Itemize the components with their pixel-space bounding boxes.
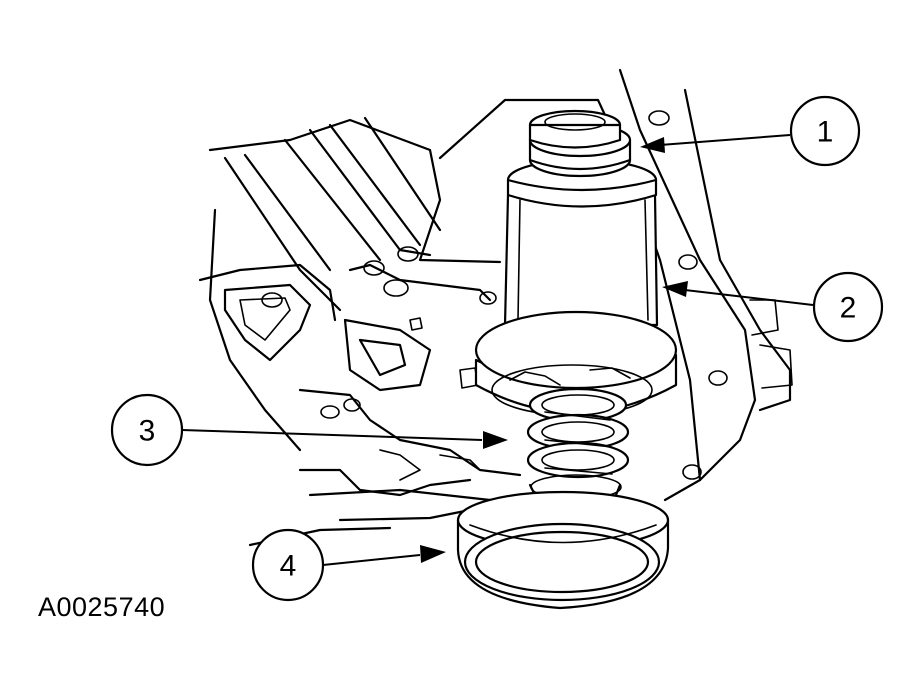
callout-label-3: 3: [139, 415, 156, 448]
callout-1: 1: [640, 95, 861, 167]
callout-4: 4: [251, 528, 446, 602]
callout-2: 2: [662, 271, 884, 343]
callout-label-4: 4: [280, 550, 297, 583]
return-spring: [526, 387, 630, 507]
seal-ring: [456, 490, 670, 610]
callout-3: 3: [110, 393, 508, 467]
figure-id: A0025740: [38, 592, 166, 622]
housing-body: [198, 68, 793, 547]
top-piston-cap: [528, 109, 632, 178]
cylinder-sleeve: [503, 158, 659, 327]
callout-label-1: 1: [817, 116, 834, 149]
callout-label-2: 2: [840, 292, 857, 325]
